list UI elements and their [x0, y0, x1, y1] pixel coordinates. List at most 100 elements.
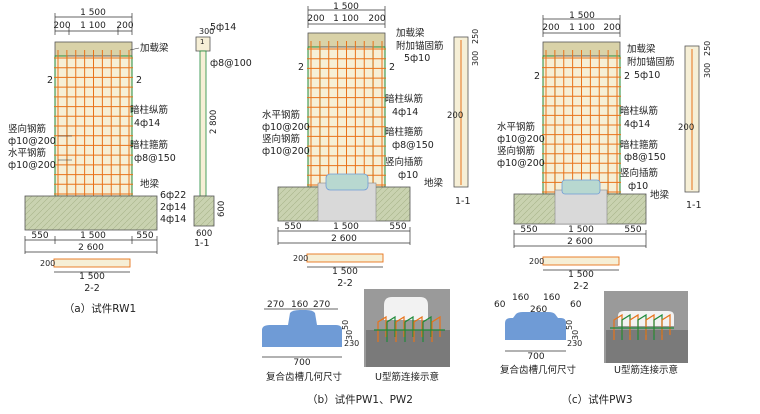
rw1-label-gb2: 2ф14 [160, 202, 186, 213]
rw1-label-gb3: 4ф14 [160, 214, 186, 225]
pw12-label-dowel: 竖向插筋 [385, 156, 423, 168]
rw1-side-spec1: 5ф14 [210, 22, 236, 33]
pw12-label-ground-beam: 地梁 [424, 177, 444, 189]
rw1-label-vert-spec: ф10@200 [8, 136, 56, 147]
rw1-bdim-total: 2 600 [78, 243, 104, 253]
pw12-rebar-grid [307, 41, 386, 205]
rw1-bdim-r: 550 [136, 231, 153, 241]
pw3-u-title: U型筋连接示意 [614, 364, 678, 376]
pw3-bdim-total: 2 600 [567, 237, 593, 247]
pw3-groove-detail: 60 160 160 60 260 50 30 230 700 复合齿槽几何尺寸 [494, 293, 582, 376]
pw12-label-vert: 竖向钢筋 [262, 133, 300, 145]
pw3-g-h2: 50 [565, 320, 574, 330]
pw12-bdim-r: 550 [389, 222, 406, 232]
rw1-section22 [53, 258, 131, 268]
panel-pw3: 1 500 200 1 100 200 2 2 加载梁 附加锚固筋 5ф10 暗… [494, 11, 712, 406]
pw12-label-anchor-spec: 5ф10 [404, 53, 430, 64]
pw3-label-dowel-spec: ф10 [628, 181, 648, 192]
pw12-side-d3: 200 [447, 111, 463, 121]
pw12-bottom-dims: 550 1 500 550 2 600 [277, 222, 411, 245]
pw3-label-anchor: 附加锚固筋 [627, 56, 675, 68]
pw3-sec-h: 200 [529, 257, 544, 266]
rw1-sec-w: 1 500 [79, 272, 105, 282]
pw3-dim-total: 1 500 [569, 11, 595, 21]
pw12-g-h2: 50 [341, 320, 350, 330]
pw3-label-vert-spec: ф10@200 [497, 158, 545, 169]
pw3-caption: （c）试件PW3 [561, 394, 632, 406]
pw12-bdim-m: 1 500 [333, 222, 359, 232]
pw12-groove-detail: 270 160 270 50 30 230 700 复合齿槽几何尺寸 [262, 300, 359, 383]
pw3-label-dowel: 竖向插筋 [620, 167, 658, 179]
pw3-label-col-stirrup: 暗柱箍筋 [620, 139, 658, 151]
pw12-label-load-beam: 加载梁 [396, 27, 425, 39]
pw12-side-d2: 250 [471, 29, 480, 44]
rw1-cut-left: 2 [47, 75, 53, 86]
pw12-u-title: U型筋连接示意 [375, 371, 439, 383]
pw12-label-horiz-spec: ф10@200 [262, 122, 310, 133]
pw12-sec-h: 200 [293, 254, 308, 263]
pw12-g-h1: 30 [345, 330, 354, 340]
rw1-cut-right: 2 [136, 75, 142, 86]
pw3-label-horiz: 水平钢筋 [497, 121, 535, 133]
rw1-caption: （a）试件RW1 [64, 303, 136, 315]
u-rebar [431, 315, 441, 342]
pw3-label-col-stirrup-spec: ф8@150 [624, 152, 666, 163]
pw3-g-mid: 260 [530, 305, 547, 315]
rw1-side-spec2: ф8@100 [210, 58, 252, 69]
pw12-side-label: 1-1 [455, 196, 471, 207]
pw3-label-anchor-spec: 5ф10 [634, 70, 660, 81]
pw12-label-dowel-spec: ф10 [398, 170, 418, 181]
rw1-label-ground-beam: 地梁 [140, 178, 160, 190]
u-rebar [395, 315, 405, 342]
rw1-dim-m: 1 100 [80, 21, 106, 31]
pw12-g-d1: 270 [267, 300, 284, 310]
pw3-g-title: 复合齿槽几何尺寸 [500, 364, 577, 376]
pw12-sec-label: 2-2 [337, 278, 353, 289]
pw3-g-h1: 30 [571, 330, 580, 340]
pw12-g-d2: 160 [291, 300, 308, 310]
rw1-side-label: 1-1 [194, 238, 210, 249]
rw1-label-col-long-spec: 4ф14 [134, 118, 160, 129]
pw3-bdim-l: 550 [520, 225, 537, 235]
pw3-g-d2: 160 [512, 293, 529, 303]
pw12-ubar-rebars [374, 315, 445, 342]
u-rebar [422, 315, 432, 342]
pw12-bdim-total: 2 600 [331, 234, 357, 244]
pw3-bdim-m: 1 500 [568, 225, 594, 235]
u-rebar [377, 315, 387, 342]
u-rebar [404, 315, 414, 342]
pw3-top-dims: 1 500 200 1 100 200 [542, 11, 621, 37]
pw3-label-load-beam: 加载梁 [627, 43, 656, 55]
rw1-bottom-dims: 550 1 500 550 2 600 [24, 231, 158, 254]
pw12-g-d3: 270 [313, 300, 330, 310]
rw1-label-col-stirrup-spec: ф8@150 [134, 153, 176, 164]
rw1-rebar-grid [54, 50, 133, 214]
pw3-side-d2: 250 [703, 41, 712, 56]
rw1-label-vert: 竖向钢筋 [8, 123, 46, 135]
pw3-ubar-rebars [610, 313, 674, 340]
pw12-label-anchor: 附加锚固筋 [396, 40, 444, 52]
pw3-g-w: 700 [527, 352, 544, 362]
rw1-top-dims: 1 500 200 1 100 200 [53, 8, 134, 35]
rw1-side-bottom: 600 [217, 201, 227, 217]
pw3-g-d3: 160 [543, 293, 560, 303]
rw1-side-cut: 1 [200, 38, 204, 46]
pw3-side-d3: 200 [678, 123, 694, 133]
pw3-bottom-dims: 550 1 500 550 2 600 [513, 225, 647, 248]
pw12-caption: （b）试件PW1、PW2 [307, 394, 413, 406]
pw3-side-d1: 300 [703, 63, 712, 78]
pw3-dim-l: 200 [542, 23, 559, 33]
pw12-groove-shape [262, 310, 342, 347]
pw12-side-d1: 300 [471, 51, 480, 66]
pw12-g-title: 复合齿槽几何尺寸 [266, 371, 343, 383]
rw1-label-horiz-spec: ф10@200 [8, 160, 56, 171]
pw3-cut-right: 2 [624, 71, 630, 82]
rw1-label-gb1: 6ф22 [160, 190, 186, 201]
pw3-groove-shape [505, 312, 566, 340]
u-rebar [413, 315, 423, 342]
rw1-side-top: 300 [199, 27, 214, 36]
pw3-label-ground-beam: 地梁 [650, 189, 670, 201]
rw1-sec-h: 200 [40, 259, 55, 268]
pw3-side-label: 1-1 [686, 200, 702, 211]
